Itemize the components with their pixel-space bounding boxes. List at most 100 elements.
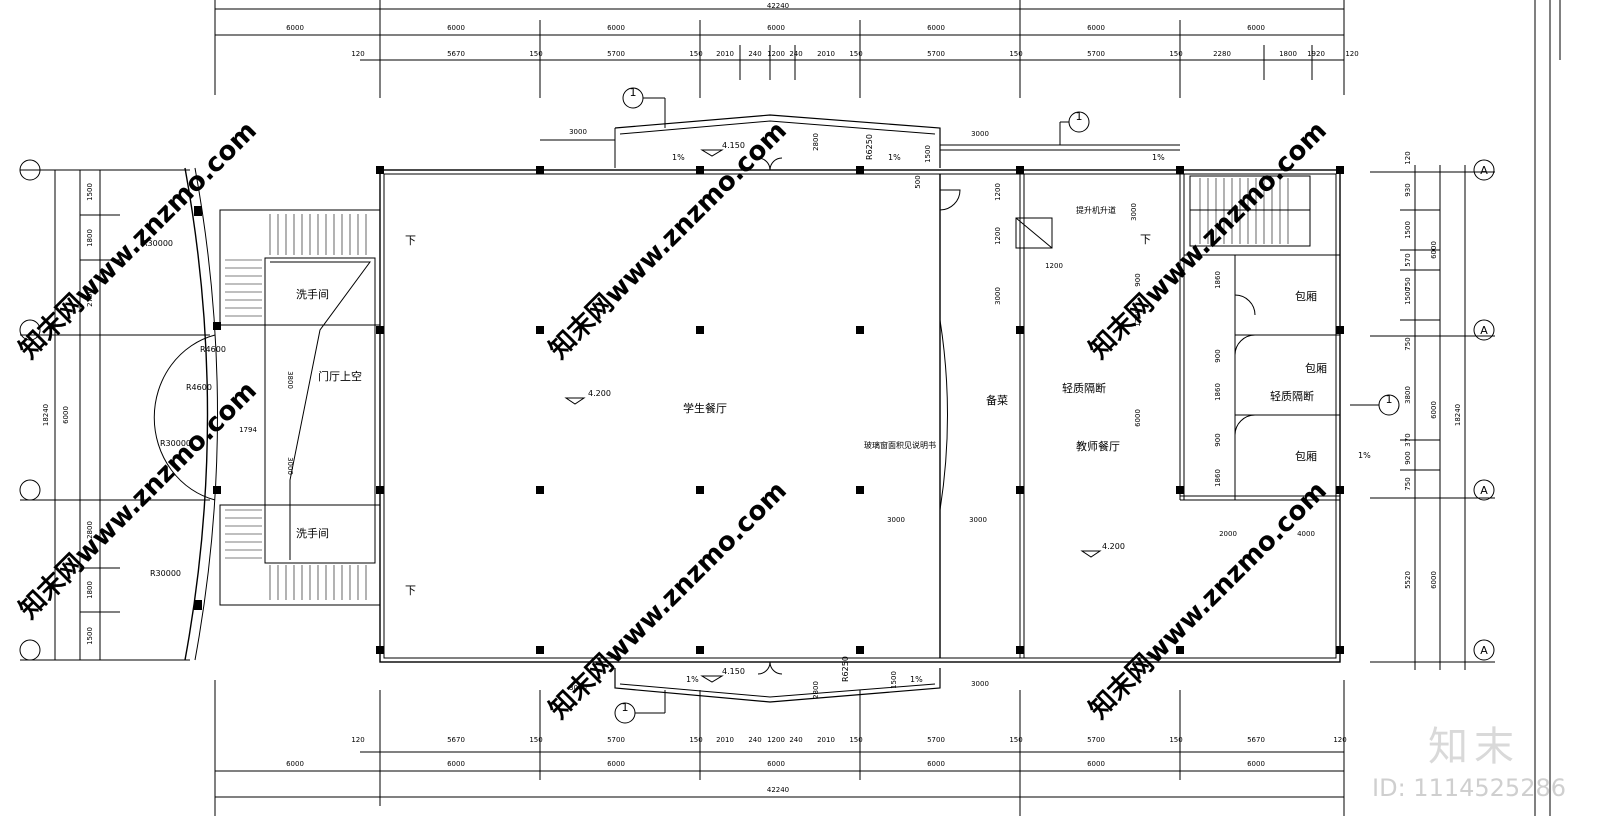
dim-inner: 3000 xyxy=(969,516,987,524)
radius-label: R30000 xyxy=(150,569,181,578)
dim-inner: 3000 xyxy=(1130,203,1138,221)
watermark-text: 知末网www.znzmo.com xyxy=(544,116,793,365)
dim-bay-bottom: 6000 xyxy=(607,760,625,768)
dim-overall-bottom: 42240 xyxy=(767,786,789,794)
room-wash-top: 洗手间 xyxy=(296,287,329,301)
dim-inner: 4000 xyxy=(1297,530,1315,538)
dim-left: 1500 xyxy=(86,627,94,645)
stair-down-label: 下 xyxy=(1140,233,1151,246)
watermark-text: 知末网www.znzmo.com xyxy=(544,476,793,725)
dim-overall-top: 42240 xyxy=(767,2,789,10)
radius-label: R6250 xyxy=(841,656,850,682)
dim-bay-top: 6000 xyxy=(767,24,785,32)
watermark-text: 知末网www.znzmo.com xyxy=(1084,476,1333,725)
room-private-1: 包厢 xyxy=(1295,290,1317,303)
label-light-partition: 轻质隔断 xyxy=(1062,381,1106,395)
dim-bay-bottom: 6000 xyxy=(1247,760,1265,768)
slope-label: 1% xyxy=(888,153,901,162)
slope-label: 1% xyxy=(686,675,699,684)
dim-bay-top: 6000 xyxy=(1087,24,1105,32)
dim-bay-bottom: 6000 xyxy=(767,760,785,768)
dim-inner: 1200 xyxy=(1045,262,1063,270)
dim-detail-top: 150 xyxy=(1169,50,1182,58)
dim-bay-top: 6000 xyxy=(607,24,625,32)
dim-inner: 2000 xyxy=(1219,530,1237,538)
dim-left: 1800 xyxy=(86,229,94,247)
dim-inner: 3000 xyxy=(971,680,989,688)
label-glass-note: 玻璃窗面积见说明书 xyxy=(864,440,936,450)
dim-right: 900 xyxy=(1404,451,1412,464)
dim-inner: 1860 xyxy=(1214,383,1222,401)
dim-inner: 1860 xyxy=(1214,271,1222,289)
dim-right: 570 xyxy=(1404,253,1412,266)
dim-inner: 3000 xyxy=(971,130,989,138)
room-lobby-void: 门厅上空 xyxy=(318,369,362,383)
dim-inner: 1860 xyxy=(1214,469,1222,487)
dim-detail-bottom: 1200 xyxy=(767,736,785,744)
dim-inner: 1200 xyxy=(994,183,1002,201)
room-prep: 备菜 xyxy=(986,393,1008,407)
dim-right-total: 18240 xyxy=(1454,404,1462,426)
dim-detail-top: 2010 xyxy=(716,50,734,58)
dim-inner: 1794 xyxy=(239,426,257,434)
elevation-canopy-top: 4.150 xyxy=(722,141,745,150)
label-light-partition: 轻质隔断 xyxy=(1270,389,1314,403)
slope-label: 1% xyxy=(910,675,923,684)
dim-detail-top: 150 xyxy=(689,50,702,58)
dim-inner: 6000 xyxy=(1134,409,1142,427)
dim-detail-top: 120 xyxy=(351,50,364,58)
dim-detail-bottom: 120 xyxy=(1333,736,1346,744)
axis-label-right: A xyxy=(1480,644,1488,657)
dim-bay-bottom: 6000 xyxy=(927,760,945,768)
dim-bay-top: 6000 xyxy=(927,24,945,32)
elevation-teacher: 4.200 xyxy=(1102,542,1125,551)
elevation-student: 4.200 xyxy=(588,389,611,398)
callout-number: 1 xyxy=(622,701,629,714)
dim-detail-bottom: 2010 xyxy=(817,736,835,744)
id-label: ID: 1114525286 xyxy=(1372,774,1566,802)
dim-bay-top: 6000 xyxy=(286,24,304,32)
callout-number: 1 xyxy=(1076,110,1083,123)
room-teacher-hall: 教师餐厅 xyxy=(1076,439,1120,453)
label-lift: 提升机升道 xyxy=(1076,205,1116,215)
dim-detail-bottom: 2010 xyxy=(716,736,734,744)
dim-inner: 1500 xyxy=(924,145,932,163)
slope-label: 1% xyxy=(672,153,685,162)
dim-detail-bottom: 5700 xyxy=(927,736,945,744)
dim-right-sub: 6000 xyxy=(1430,401,1438,419)
dim-inner: 900 xyxy=(1214,349,1222,362)
dim-detail-top: 5670 xyxy=(447,50,465,58)
dim-detail-top: 1200 xyxy=(767,50,785,58)
dim-inner: 900 xyxy=(1134,273,1142,286)
dim-left: 2700 xyxy=(86,289,94,307)
dim-inner: 3000 xyxy=(569,128,587,136)
watermark-text: 知末网www.znzmo.com xyxy=(14,116,263,365)
dim-detail-top: 5700 xyxy=(607,50,625,58)
radius-label: R30000 xyxy=(142,239,173,248)
dim-detail-bottom: 150 xyxy=(1169,736,1182,744)
dim-right: 930 xyxy=(1404,183,1412,196)
dim-detail-top: 150 xyxy=(849,50,862,58)
watermark-text: 知末网www.znzmo.com xyxy=(1084,116,1333,365)
axis-label-right: A xyxy=(1480,164,1488,177)
dim-detail-bottom: 5670 xyxy=(447,736,465,744)
slope-label: 1% xyxy=(1152,153,1165,162)
dim-left: 1500 xyxy=(86,183,94,201)
dim-detail-top: 2010 xyxy=(817,50,835,58)
dim-inner: 500 xyxy=(914,175,922,188)
dim-right: 750 xyxy=(1404,277,1412,290)
dim-inner: 3800 xyxy=(286,371,294,389)
dim-inner: 2800 xyxy=(812,133,820,151)
dim-bay-top: 6000 xyxy=(1247,24,1265,32)
room-private-3: 包厢 xyxy=(1295,450,1317,463)
dim-inner: 1740 xyxy=(1134,309,1142,327)
radius-label: R30000 xyxy=(160,439,191,448)
callout-number: 1 xyxy=(1386,393,1393,406)
dim-inner: 3000 xyxy=(887,516,905,524)
radius-label: R4600 xyxy=(200,345,226,354)
dim-detail-bottom: 5700 xyxy=(607,736,625,744)
room-private-2: 包厢 xyxy=(1305,362,1327,375)
radius-label: R6250 xyxy=(865,134,874,160)
radius-label: R4600 xyxy=(186,383,212,392)
